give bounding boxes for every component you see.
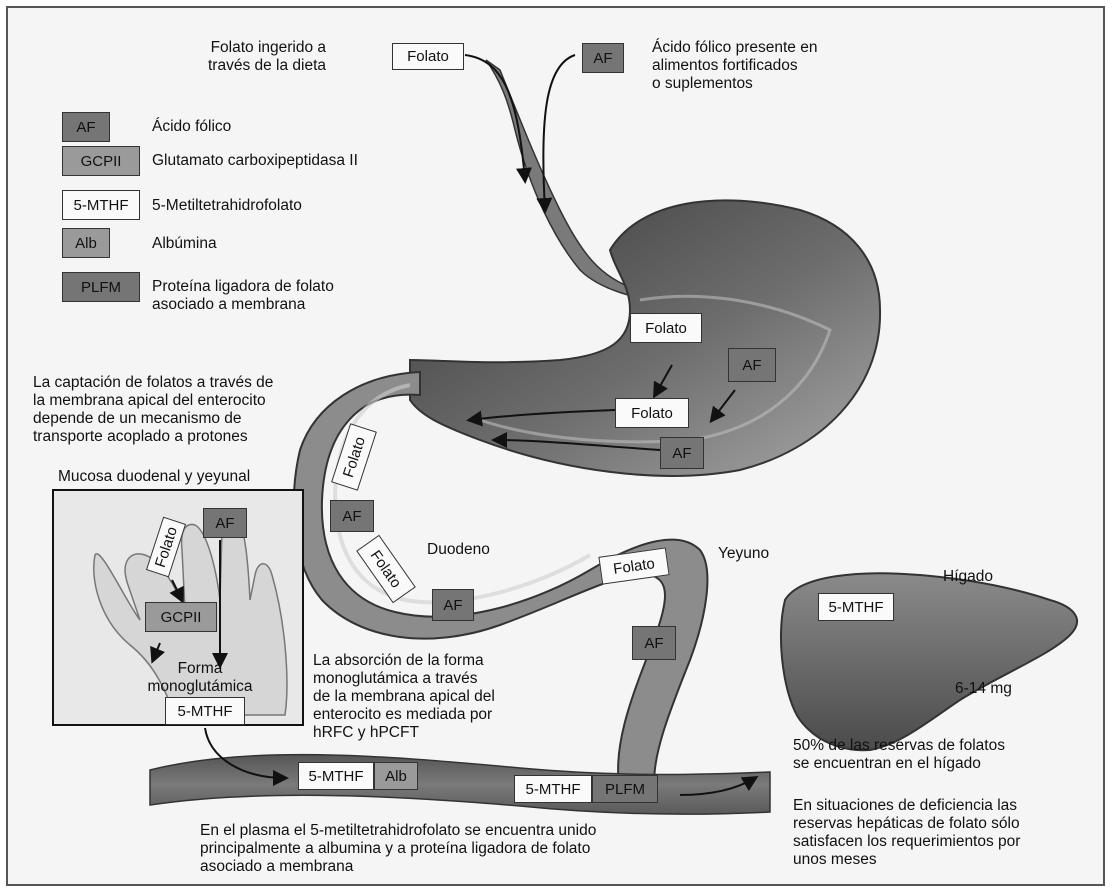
duodeno-label: Duodeno bbox=[427, 541, 490, 559]
blood-vessel bbox=[150, 755, 770, 815]
liver-reserves-text: 50% de las reservas de folatos se encuen… bbox=[793, 737, 1005, 773]
mucosa-title: Mucosa duodenal y yeyunal bbox=[58, 468, 250, 486]
mucosa-gcpii: GCPII bbox=[145, 602, 217, 632]
stomach-af-1: AF bbox=[728, 348, 776, 382]
absorption-text: La absorción de la forma monoglutámica a… bbox=[313, 652, 495, 742]
intestine-af-c: AF bbox=[632, 626, 676, 660]
mucosa-mthf: 5-MTHF bbox=[165, 697, 245, 725]
legend-text-plfm: Proteína ligadora de folato asociado a m… bbox=[152, 278, 334, 314]
stomach-folate-2: Folato bbox=[615, 398, 689, 428]
legend-text-gcpii: Glutamato carboxipeptidasa II bbox=[152, 152, 358, 170]
stomach-folate-1: Folato bbox=[630, 313, 702, 343]
intestine-af-a: AF bbox=[330, 500, 374, 532]
legend-abbr-plfm: PLFM bbox=[62, 272, 140, 302]
yeyuno-label: Yeyuno bbox=[718, 545, 769, 563]
legend-abbr-af: AF bbox=[62, 112, 110, 142]
mucosa-form-label: Forma monoglutámica bbox=[120, 660, 280, 696]
vessel-mthf-1: 5-MTHF bbox=[298, 762, 374, 790]
legend-abbr-mthf: 5-MTHF bbox=[62, 190, 140, 220]
vessel-mthf-2: 5-MTHF bbox=[514, 775, 592, 803]
folate-box-top: Folato bbox=[392, 43, 464, 70]
legend-text-alb: Albúmina bbox=[152, 235, 217, 253]
legend-text-mthf: 5-Metiltetrahidrofolato bbox=[152, 197, 302, 215]
plasma-text: En el plasma el 5-metiltetrahidrofolato … bbox=[200, 822, 596, 876]
intestine-af-b: AF bbox=[432, 589, 474, 621]
captation-text: La captación de folatos a través de la m… bbox=[33, 374, 273, 446]
liver-title: Hígado bbox=[943, 568, 993, 586]
legend-abbr-gcpii: GCPII bbox=[62, 146, 140, 176]
folic-acid-sources-label: Ácido fólico presente en alimentos forti… bbox=[652, 39, 817, 93]
liver-mthf: 5-MTHF bbox=[818, 593, 894, 621]
liver-deficiency-text: En situaciones de deficiencia las reserv… bbox=[793, 797, 1020, 869]
stomach-af-2: AF bbox=[660, 437, 704, 469]
vessel-plfm: PLFM bbox=[592, 775, 658, 803]
liver-amount: 6-14 mg bbox=[955, 680, 1012, 698]
legend-abbr-alb: Alb bbox=[62, 228, 110, 258]
af-box-top: AF bbox=[582, 43, 624, 73]
legend-text-af: Ácido fólico bbox=[152, 118, 231, 136]
vessel-alb: Alb bbox=[374, 762, 418, 790]
dietary-folate-label: Folato ingerido a través de la dieta bbox=[208, 39, 326, 75]
mucosa-af: AF bbox=[203, 508, 247, 538]
